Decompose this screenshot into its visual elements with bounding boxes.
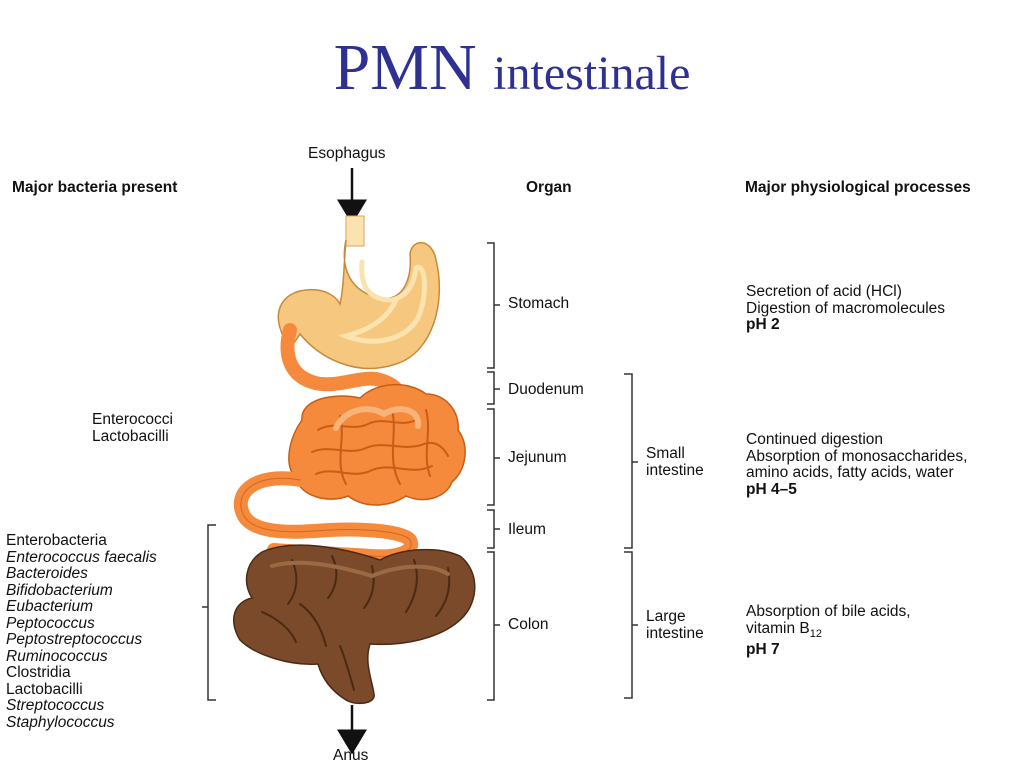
large-intestine-label-line: intestine [646, 624, 704, 642]
colon-bacteria-bracket [202, 524, 216, 701]
jejunum-bracket [487, 408, 500, 506]
bacteria-item: Enterococci [92, 411, 173, 428]
title-main: PMN [333, 31, 477, 104]
processes-column-header: Major physiological processes [745, 179, 971, 196]
bacteria-column-header: Major bacteria present [12, 179, 178, 196]
bacteria-item: Peptococcus [6, 614, 95, 632]
ph-value: pH 7 [746, 641, 780, 659]
bacteria-item: Peptostreptococcus [6, 631, 143, 648]
processes-large-intestine: Absorption of bile acids, vitamin B12 pH… [746, 603, 911, 659]
esophagus-label: Esophagus [308, 145, 386, 162]
organ-label-colon: Colon [508, 616, 549, 633]
organ-column-header: Organ [526, 179, 572, 196]
stomach-inner-highlight [337, 259, 428, 344]
process-line: Digestion of macromolecules [746, 299, 946, 317]
colon-highlight [270, 560, 450, 579]
esophagus-tube [345, 215, 365, 247]
colon-bracket [487, 551, 500, 701]
large-intestine-bracket [624, 551, 638, 699]
vitamin-prefix: vitamin B [746, 619, 810, 637]
bacteria-item: Enterococcus faecalis [6, 548, 157, 566]
processes-small-intestine: Continued digestion Absorption of monosa… [746, 431, 968, 498]
processes-stomach: Secretion of acid (HCl) Digestion of mac… [746, 283, 946, 334]
bacteria-item: Lactobacilli [92, 427, 169, 445]
process-line: amino acids, fatty acids, water [746, 464, 954, 481]
anus-label: Anus [333, 747, 369, 764]
process-line: Continued digestion [746, 431, 884, 448]
process-line: Absorption of bile acids, [746, 603, 911, 620]
ph-value: pH 4–5 [746, 480, 797, 498]
small-intestine-highlight [333, 406, 422, 431]
process-line: Absorption of monosaccharides, [746, 447, 968, 465]
organ-label-jejunum: Jejunum [508, 449, 567, 466]
bacteria-item: Lactobacilli [6, 680, 83, 698]
bacteria-item: Bacteroides [6, 565, 88, 582]
stomach-organ [277, 239, 441, 370]
large-intestine-label-line: Large [646, 608, 686, 625]
bacteria-item: Clostridia [6, 664, 71, 681]
small-intestine-bracket [624, 373, 638, 549]
colon-organ [233, 544, 476, 705]
bacteria-item: Bifidobacterium [6, 581, 113, 599]
bacteria-item: Ruminococcus [6, 647, 108, 665]
bacteria-list-small-intestine: Enterococci Lactobacilli [92, 411, 173, 445]
bacteria-item: Enterobacteria [6, 532, 107, 549]
small-intestine-folds [311, 409, 449, 485]
ph-value: pH 2 [746, 316, 780, 333]
page-title: PMN intestinale [0, 28, 1024, 114]
organ-brackets [202, 242, 638, 701]
ileum-bracket [487, 509, 500, 549]
bacteria-item: Streptococcus [6, 697, 105, 714]
organ-label-ileum: Ileum [508, 521, 546, 538]
small-intestine-label-line: intestine [646, 461, 704, 479]
stomach-bracket [487, 242, 500, 369]
process-line: Secretion of acid (HCl) [746, 283, 902, 300]
duodenum-bracket [487, 371, 500, 405]
title-secondary: intestinale [493, 47, 691, 100]
process-line-vitamin: vitamin B12 [746, 619, 911, 643]
organ-label-stomach: Stomach [508, 295, 570, 312]
bacteria-item: Staphylococcus [6, 713, 115, 731]
colon-folds [261, 555, 451, 691]
bacteria-item: Eubacterium [6, 598, 94, 615]
small-intestine-label: Small intestine [646, 445, 704, 479]
vitamin-subscript: 12 [809, 627, 822, 640]
small-intestine-label-line: Small [646, 445, 685, 462]
organ-label-duodenum: Duodenum [508, 381, 584, 398]
bacteria-list-colon: Enterobacteria Enterococcus faecalis Bac… [6, 532, 157, 731]
large-intestine-label: Large intestine [646, 608, 704, 642]
